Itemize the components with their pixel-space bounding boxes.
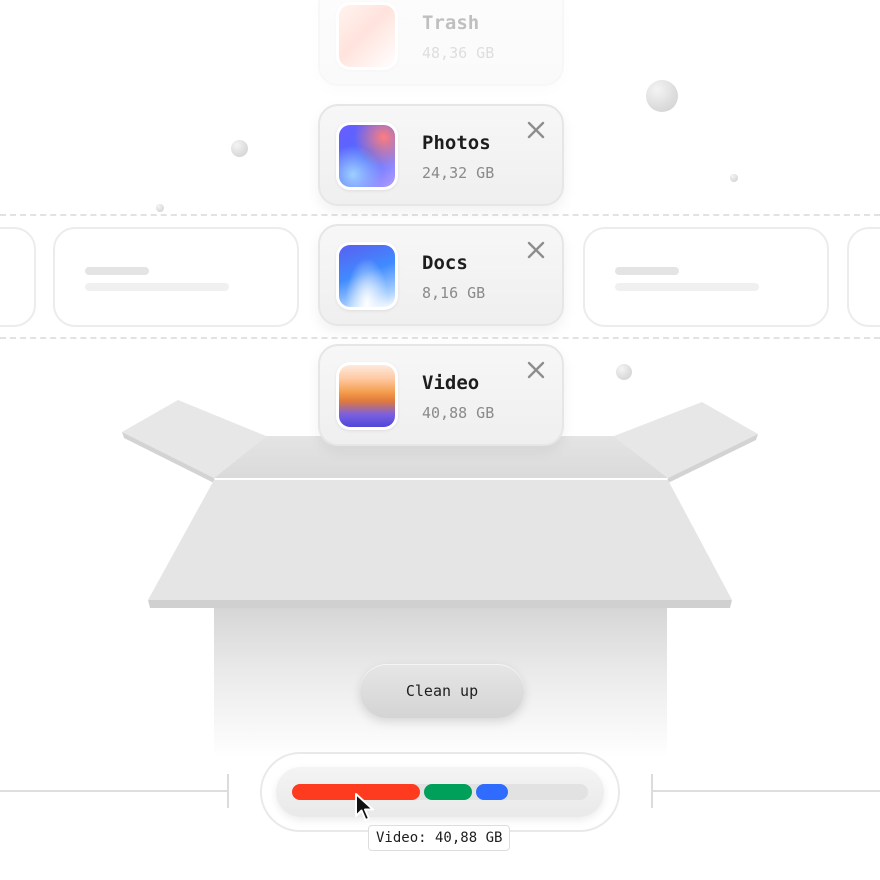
video-thumbnail [336,362,398,430]
file-name: Trash [422,12,480,34]
rail-left [0,790,228,792]
dashed-guide-bottom [0,337,880,339]
placeholder-card [583,227,829,327]
close-icon[interactable] [524,118,548,142]
decorative-sphere [730,174,738,182]
close-icon[interactable] [524,238,548,262]
file-size: 40,88 GB [422,404,495,422]
file-name: Docs [422,252,468,274]
placeholder-card [847,227,880,327]
docs-thumbnail [336,242,398,310]
file-size: 8,16 GB [422,284,486,302]
decorative-sphere [616,364,632,380]
placeholder-line [85,283,229,291]
file-size: 24,32 GB [422,164,495,182]
storage-tooltip: Video: 40,88 GB [368,825,511,851]
storage-segment-photos[interactable] [424,784,472,800]
placeholder-line [615,267,679,275]
placeholder-card [0,227,36,327]
file-card-docs[interactable]: Docs 8,16 GB [318,224,564,326]
close-icon[interactable] [524,358,548,382]
file-card-video[interactable]: Video 40,88 GB [318,344,564,446]
placeholder-line [615,283,759,291]
file-size: 48,36 GB [422,44,495,62]
file-name: Photos [422,132,491,154]
file-card-photos[interactable]: Photos 24,32 GB [318,104,564,206]
rail-tick-left [227,774,229,808]
file-name: Video [422,372,480,394]
rail-tick-right [651,774,653,808]
mouse-pointer-icon [354,792,378,828]
decorative-sphere [646,80,678,112]
decorative-sphere [231,140,248,157]
dashed-guide-top [0,214,880,216]
trash-thumbnail [336,2,398,70]
placeholder-card [53,227,299,327]
file-card-trash[interactable]: Trash 48,36 GB [318,0,564,86]
rail-right [652,790,880,792]
decorative-sphere [156,204,164,212]
clean-up-button[interactable]: Clean up [360,664,524,718]
storage-segment-video[interactable] [292,784,420,800]
placeholder-line [85,267,149,275]
photos-thumbnail [336,122,398,190]
storage-segment-docs[interactable] [476,784,508,800]
